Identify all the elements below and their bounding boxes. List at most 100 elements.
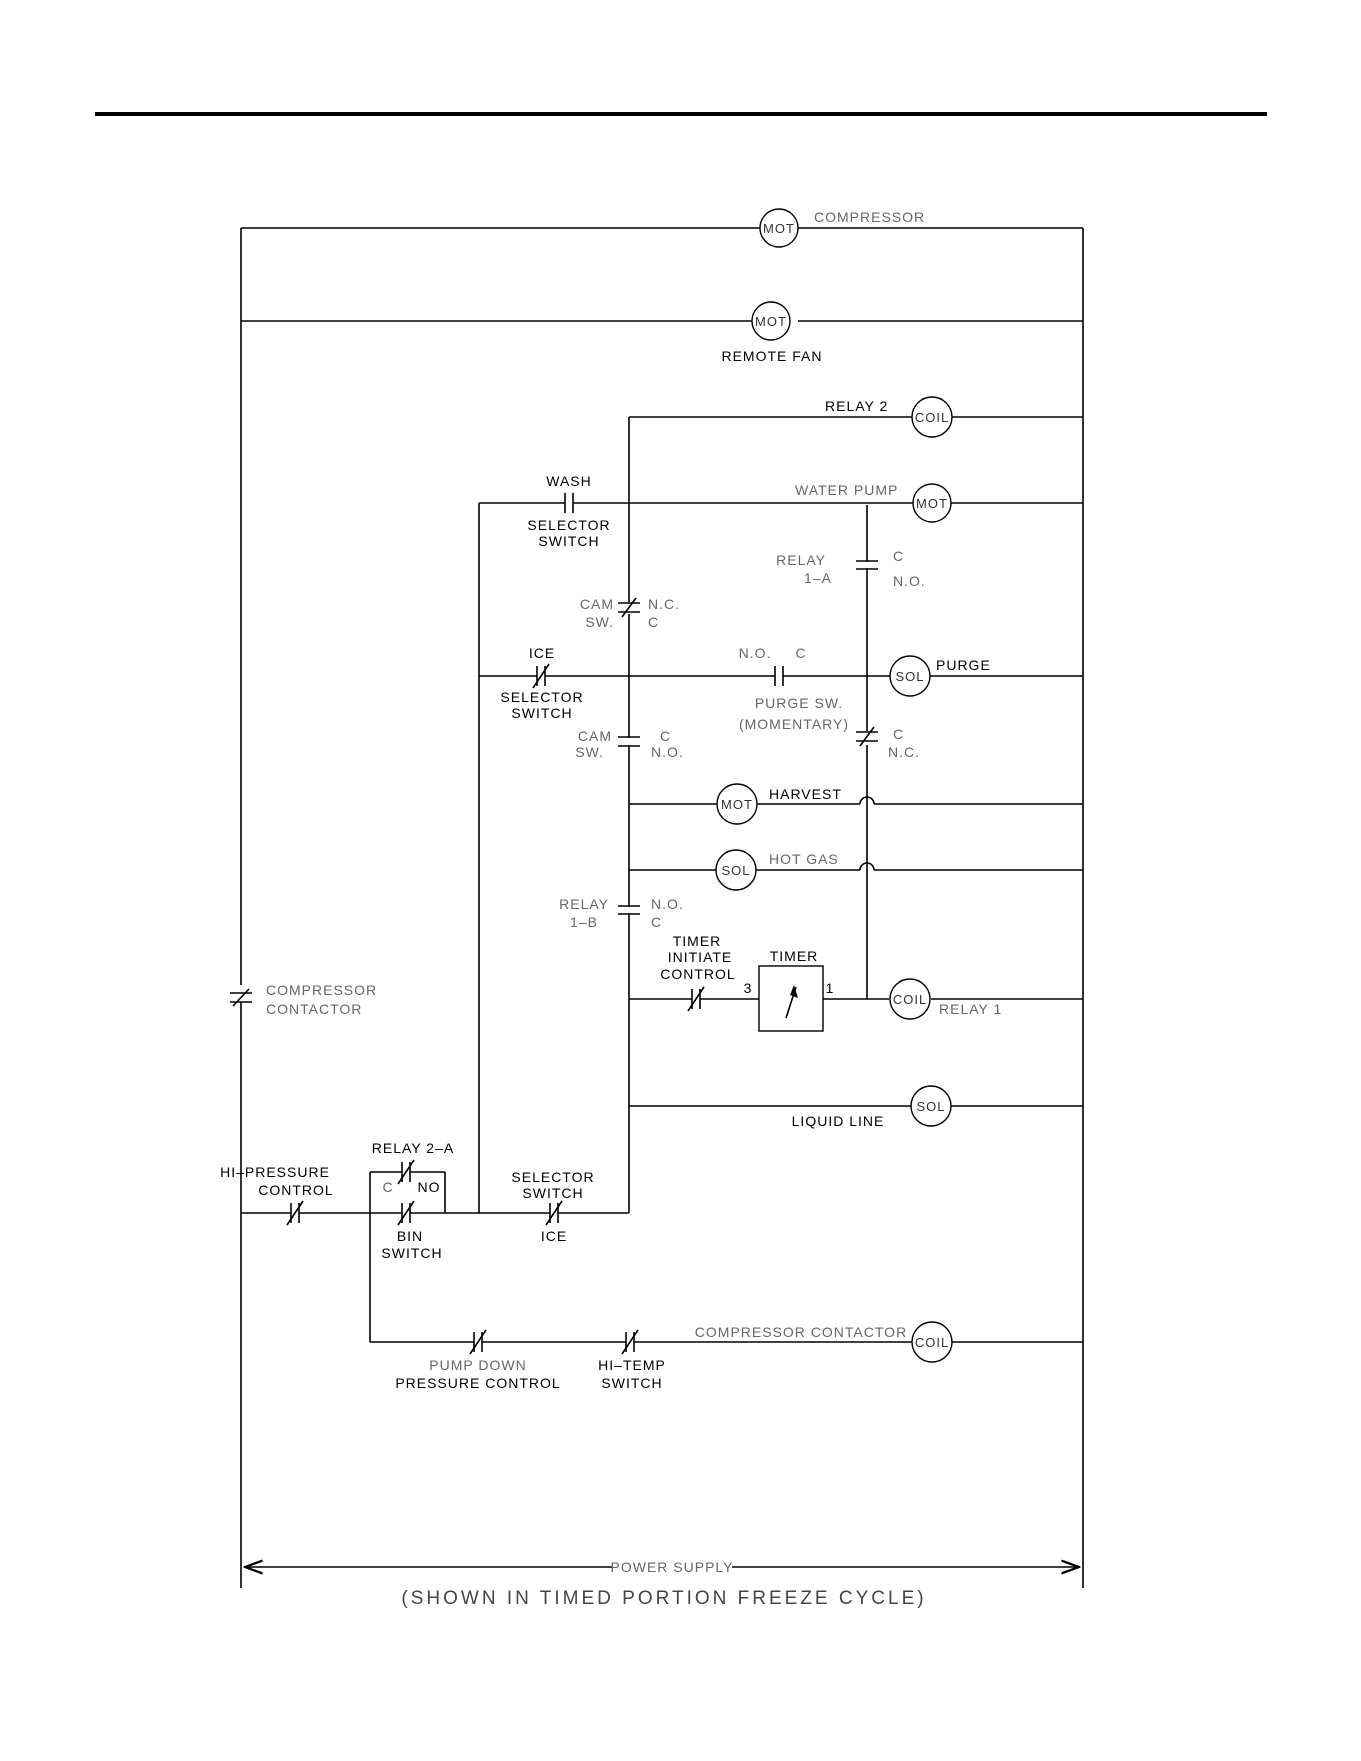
relay-1a-t2: N.O. [893, 573, 926, 589]
compressor-contactor-contact: COMPRESSOR CONTACTOR [230, 982, 377, 1017]
rung-hot-gas: SOL HOT GAS [629, 849, 1083, 891]
pump-down-line1: PUMP DOWN [429, 1357, 526, 1373]
compressor-label: COMPRESSOR [814, 209, 925, 225]
wash-selector-line2: SWITCH [538, 533, 599, 549]
compressor-contactor-coil-symbol [911, 1321, 953, 1363]
purge-sw-t1: N.O. [739, 645, 772, 661]
timer-initiate-line3: CONTROL [660, 966, 735, 982]
relay-2a-label: RELAY 2–A [372, 1140, 454, 1156]
cam-sw-2-t2: N.O. [651, 744, 684, 760]
relay-1b-t1: N.O. [651, 896, 684, 912]
relay-1a-t1: C [893, 548, 904, 564]
hi-temp-line2: SWITCH [601, 1375, 662, 1391]
relay2-coil-symbol [911, 396, 953, 438]
relay-2a-t2: NO [418, 1179, 441, 1195]
wash-selector-top: WASH [546, 473, 591, 489]
relay2-coil-symbol-text: COIL [915, 410, 949, 425]
power-supply-dimension: POWER SUPPLY [245, 1559, 1079, 1575]
rung-compressor-contactor-coil: COIL COMPRESSOR CONTACTOR PUMP DOWN PRES… [370, 1321, 1083, 1391]
hot-gas-symbol-text: SOL [721, 863, 750, 878]
selector-switch-ice-line2: SWITCH [522, 1185, 583, 1201]
power-supply-label: POWER SUPPLY [611, 1559, 734, 1575]
hi-temp-line1: HI–TEMP [598, 1357, 666, 1373]
rung-liquid-line: SOL LIQUID LINE [629, 1085, 1083, 1129]
wash-selector-line1: SELECTOR [527, 517, 610, 533]
ice-selector-line1: SELECTOR [500, 689, 583, 705]
cam-sw-2-line2: SW. [575, 744, 604, 760]
compressor-symbol-text: MOT [763, 221, 795, 236]
cam-switch-1: CAM SW. N.C. C [580, 596, 680, 630]
bin-switch-line1: BIN [397, 1228, 423, 1244]
hot-gas-label: HOT GAS [769, 851, 839, 867]
relay2-coil-label: RELAY 2 [825, 398, 888, 414]
diagram-caption: (SHOWN IN TIMED PORTION FREEZE CYCLE) [401, 1588, 926, 1609]
ice-selector-top: ICE [529, 645, 555, 661]
water-pump-motor-symbol [912, 483, 952, 523]
rung-harvest: MOT HARVEST [629, 783, 1083, 825]
purge-sw-nc-t2: N.C. [888, 744, 920, 760]
ice-selector-line2: SWITCH [511, 705, 572, 721]
purge-sw-nc-contact: C N.C. [856, 726, 920, 760]
timer-terminal-out: 1 [826, 980, 835, 996]
compressor-motor-symbol [759, 208, 799, 248]
remote-fan-motor-symbol [751, 301, 791, 341]
remote-fan-symbol-text: MOT [755, 314, 787, 329]
compressor-contactor-line1: COMPRESSOR [266, 982, 377, 998]
bin-switch-line2: SWITCH [381, 1245, 442, 1261]
purge-solenoid-symbol [889, 655, 931, 697]
timer-initiate-line1: TIMER [673, 933, 722, 949]
harvest-label: HARVEST [769, 786, 842, 802]
rung-purge: SOL PURGE ICE SELECTOR SWITCH N.O. C PUR… [479, 645, 1083, 732]
purge-sw-t2: C [795, 645, 806, 661]
selector-switch-ice-bottom: ICE [541, 1228, 567, 1244]
relay-1b-contact: RELAY 1–B N.O. C [559, 896, 684, 930]
timer-box [758, 965, 824, 1032]
internal-buses [478, 417, 868, 1213]
rung-timer-relay1: COIL RELAY 1 TIMER 3 1 TIMER INITIATE CO… [629, 933, 1083, 1032]
liquid-line-symbol-text: SOL [916, 1099, 945, 1114]
rung-remote-fan: MOT REMOTE FAN [241, 301, 1083, 364]
compressor-contactor-line2: CONTACTOR [266, 1001, 362, 1017]
timer-terminal-in: 3 [744, 980, 753, 996]
pump-down-line2: PRESSURE CONTROL [395, 1375, 560, 1391]
harvest-symbol-text: MOT [721, 797, 753, 812]
timer-label: TIMER [770, 948, 819, 964]
remote-fan-label: REMOTE FAN [721, 348, 822, 364]
purge-sw-nc-t1: C [893, 726, 904, 742]
purge-sw-line1: PURGE SW. [755, 695, 843, 711]
purge-symbol-text: SOL [895, 669, 924, 684]
relay-1b-line2: 1–B [570, 914, 598, 930]
timer-initiate-line2: INITIATE [668, 949, 733, 965]
liquid-line-solenoid-symbol [910, 1085, 952, 1127]
power-rails [240, 228, 1084, 1588]
relay1-coil-label: RELAY 1 [939, 1001, 1002, 1017]
selector-switch-ice-line1: SELECTOR [511, 1169, 594, 1185]
cam-sw-2-t1: C [660, 728, 671, 744]
rung-control-input: HI–PRESSURE CONTROL RELAY 2–A C NO BIN S… [220, 1140, 629, 1342]
cam-switch-2: CAM SW. C N.O. [575, 728, 684, 760]
relay-2a-t1: C [382, 1179, 393, 1195]
compressor-contactor-coil-symbol-text: COIL [915, 1335, 949, 1350]
rung-compressor: MOT COMPRESSOR [241, 208, 1083, 248]
purge-sw-line2: (MOMENTARY) [739, 716, 849, 732]
water-pump-label: WATER PUMP [795, 482, 898, 498]
relay-1a-contact: RELAY 1–A C N.O. [776, 548, 926, 589]
cam-sw-1-t1: N.C. [648, 596, 680, 612]
cam-sw-1-line2: SW. [585, 614, 614, 630]
cam-sw-1-line1: CAM [580, 596, 614, 612]
hi-pressure-line2: CONTROL [258, 1182, 333, 1198]
relay-1b-line1: RELAY [559, 896, 609, 912]
relay1-coil-symbol-text: COIL [893, 992, 927, 1007]
cam-sw-2-line1: CAM [578, 728, 612, 744]
hot-gas-solenoid-symbol [715, 849, 757, 891]
water-pump-symbol-text: MOT [916, 496, 948, 511]
cam-sw-1-t2: C [648, 614, 659, 630]
harvest-motor-symbol [716, 783, 758, 825]
rung-water-pump: MOT WATER PUMP WASH SELECTOR SWITCH [479, 473, 1083, 549]
liquid-line-label: LIQUID LINE [792, 1113, 885, 1129]
compressor-contactor-coil-label: COMPRESSOR CONTACTOR [695, 1324, 907, 1340]
purge-label: PURGE [936, 657, 991, 673]
relay-1a-line1: RELAY [776, 552, 826, 568]
relay-1a-line2: 1–A [804, 570, 832, 586]
